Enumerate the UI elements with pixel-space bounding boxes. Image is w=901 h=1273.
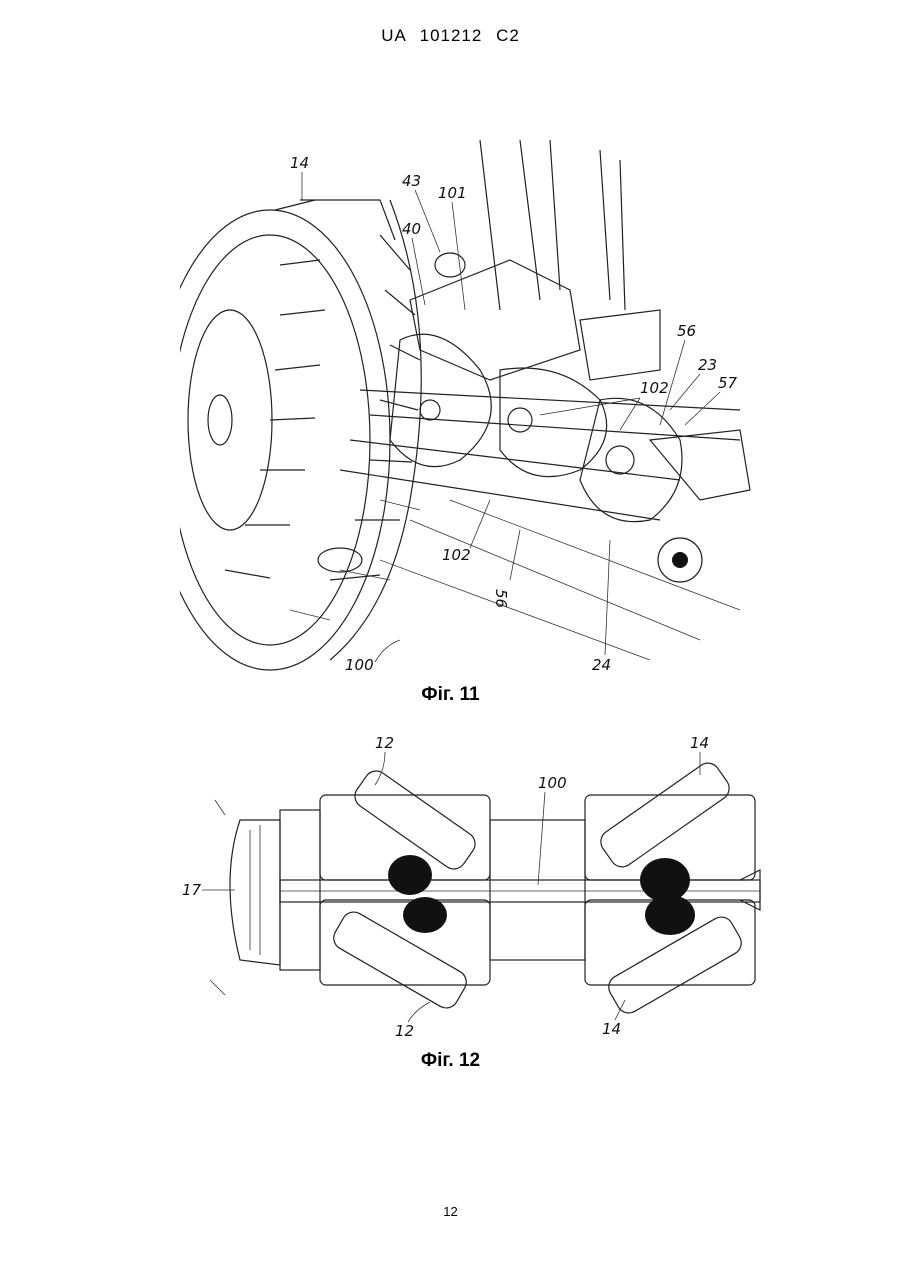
patent-number: 101212 xyxy=(420,26,483,45)
callout-label: 24 xyxy=(592,656,611,674)
callout-label: 12 xyxy=(395,1022,414,1040)
callout-label: 43 xyxy=(402,172,421,190)
callout-label: 57 xyxy=(718,374,738,392)
patent-kind: C2 xyxy=(496,26,520,45)
patent-country: UA xyxy=(381,26,406,45)
callout-label: 17 xyxy=(182,881,202,899)
patent-header: UA 101212 C2 xyxy=(0,26,901,46)
figure-12-caption: Фіг. 12 xyxy=(0,1050,901,1072)
axle-assembly-drawing xyxy=(290,140,750,660)
figure-11-callouts: 14 43 101 40 56 23 57 102 102 56 100 24 xyxy=(290,154,738,674)
callout-label: 56 xyxy=(492,589,510,608)
callout-label: 102 xyxy=(640,379,669,397)
figure-11-caption: Фіг. 11 xyxy=(0,684,901,706)
callout-label: 14 xyxy=(290,154,309,172)
callout-label: 101 xyxy=(438,184,467,202)
callout-label: 23 xyxy=(698,356,717,374)
callout-label: 100 xyxy=(538,774,567,792)
callout-label: 56 xyxy=(677,322,696,340)
page-number: 12 xyxy=(0,1204,901,1219)
callout-label: 12 xyxy=(375,734,394,752)
callout-label: 102 xyxy=(442,546,471,564)
figure-11-drawing: 14 43 101 40 56 23 57 102 102 56 100 24 xyxy=(180,140,760,680)
figure-12-callouts: 12 100 14 17 12 14 xyxy=(182,734,709,1040)
callout-label: 40 xyxy=(402,220,421,238)
callout-label: 14 xyxy=(690,734,709,752)
callout-label: 14 xyxy=(602,1020,621,1038)
callout-label: 100 xyxy=(345,656,374,674)
chassis-top-view-drawing xyxy=(210,758,760,1017)
figure-12-drawing: 12 100 14 17 12 14 xyxy=(180,730,780,1050)
tire-drawing xyxy=(180,200,421,670)
